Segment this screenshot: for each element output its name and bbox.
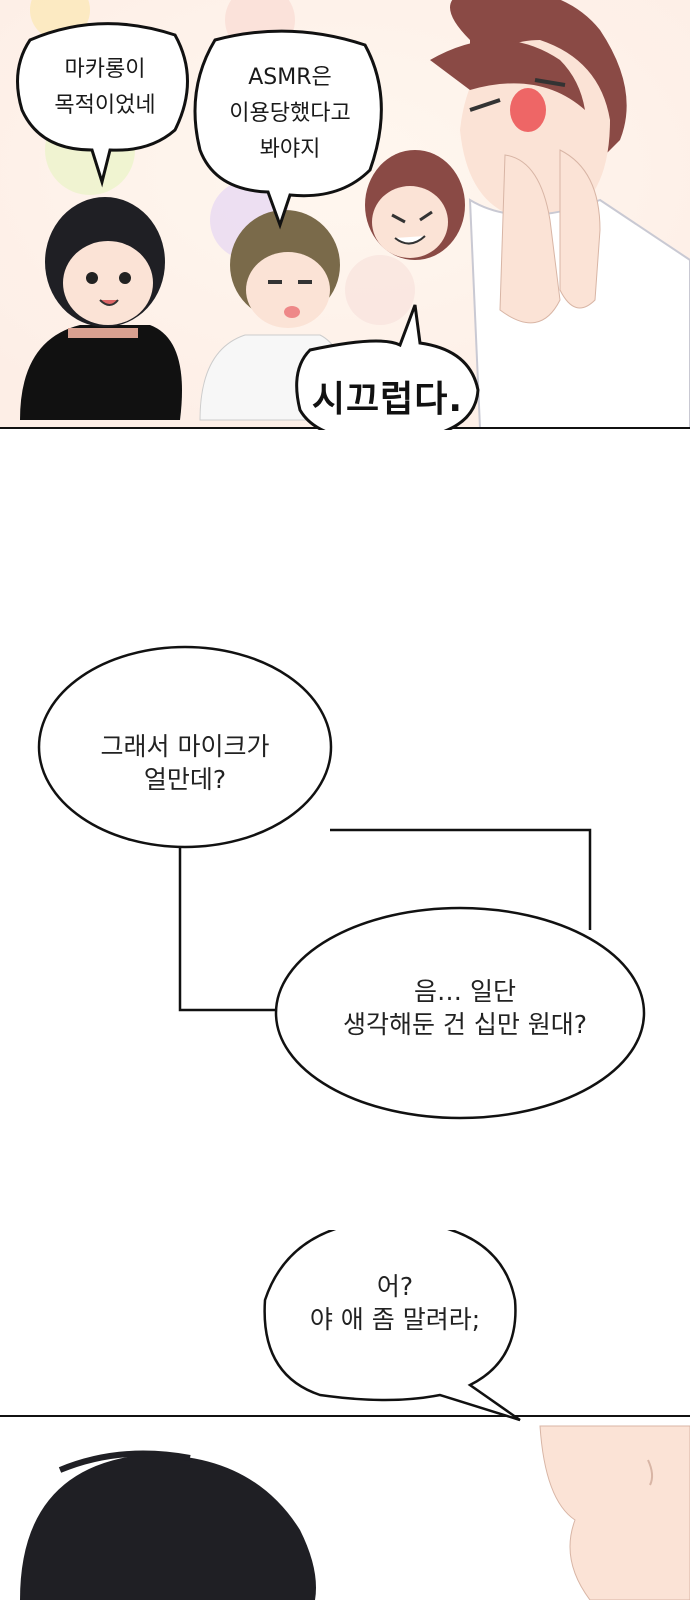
top-panel-art bbox=[0, 0, 690, 430]
bubble-macaron-line1: 마카롱이 bbox=[64, 57, 146, 82]
top-panel: 마카롱이 목적이었네 ASMR은 이용당했다고 봐야지 시끄럽다. bbox=[0, 0, 690, 430]
bubble-stop-shape bbox=[263, 1230, 521, 1422]
bottom-panel-art bbox=[0, 1230, 690, 1600]
bubble-asmr-text: ASMR은 이용당했다고 봐야지 bbox=[205, 60, 375, 168]
bubble-stop-line2: 야 애 좀 말려라; bbox=[309, 1305, 481, 1334]
bubble-stop-text: 어? 야 애 좀 말려라; bbox=[270, 1270, 520, 1336]
bubble-macaron-line2: 목적이었네 bbox=[54, 93, 156, 118]
bg-blur-macaron bbox=[345, 255, 415, 325]
bubble-answer-line1: 음… 일단 bbox=[414, 977, 516, 1006]
bubble-answer-shape bbox=[274, 906, 646, 1120]
bubble-asmr-line2: 이용당했다고 bbox=[229, 101, 351, 126]
bubble-answer-line2: 생각해둔 건 십만 원대? bbox=[342, 1010, 588, 1039]
woman-character bbox=[430, 0, 690, 429]
dialogue-bubbles-art bbox=[37, 645, 646, 1120]
boy-black-shirt bbox=[20, 197, 182, 420]
bubble-price-line2: 얼만데? bbox=[143, 765, 227, 794]
bubble-connector bbox=[178, 820, 592, 1012]
bubble-shout-text: 시끄럽다. bbox=[311, 379, 464, 420]
dark-hair-character bbox=[20, 1454, 316, 1600]
bubble-price-text: 그래서 마이크가 얼만데? bbox=[45, 730, 325, 796]
bubble-stop-line1: 어? bbox=[376, 1272, 414, 1301]
bubble-shout-shape bbox=[295, 304, 480, 430]
bubble-macaron-text: 마카롱이 목적이었네 bbox=[30, 52, 180, 124]
chibi-woman-character bbox=[365, 150, 465, 260]
bubble-macaron-shape bbox=[16, 22, 189, 188]
bubble-asmr-line1: ASMR은 bbox=[248, 65, 332, 90]
bubble-price-shape bbox=[37, 645, 333, 849]
bubble-price-line1: 그래서 마이크가 bbox=[100, 732, 270, 761]
bubble-answer-text: 음… 일단 생각해둔 건 십만 원대? bbox=[300, 975, 630, 1041]
bubble-asmr-line3: 봐야지 bbox=[259, 137, 321, 162]
bubble-asmr-shape bbox=[193, 29, 383, 230]
face-partial bbox=[539, 1425, 690, 1600]
